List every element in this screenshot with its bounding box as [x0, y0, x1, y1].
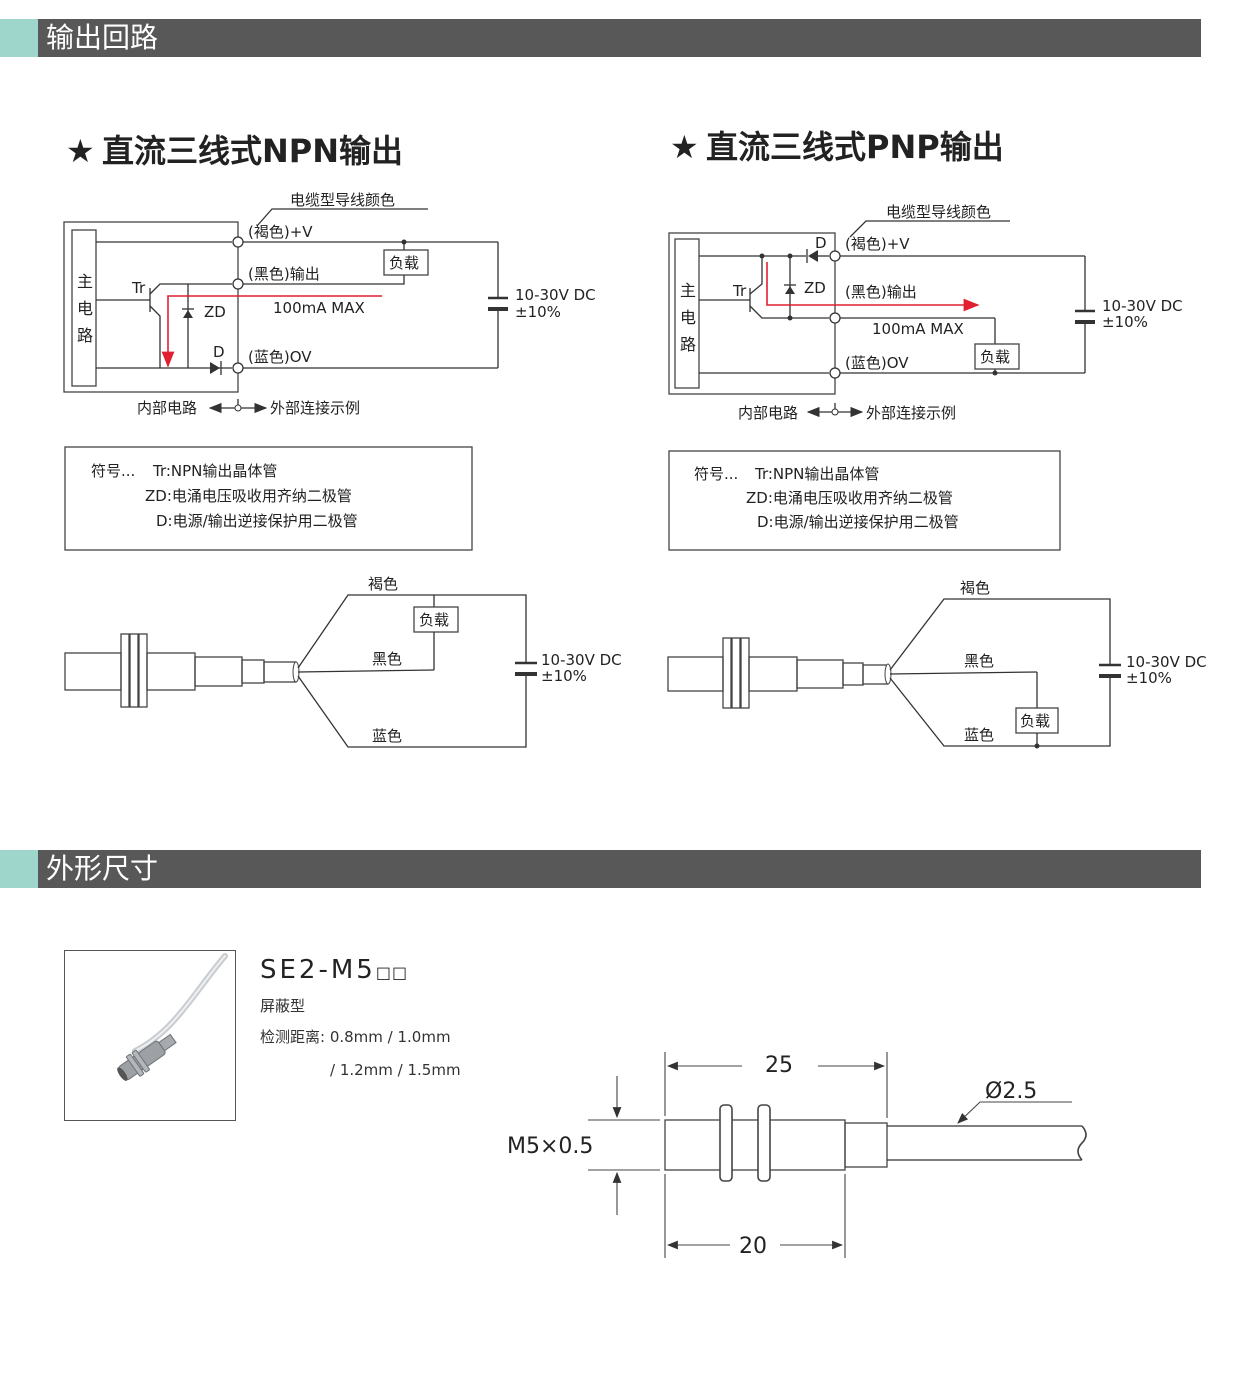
black-wire-label: (黑色)输出 — [248, 265, 320, 283]
model-name: SE2-M5□□ — [260, 955, 461, 985]
internal-label: 内部电路 — [738, 404, 798, 422]
brown-wire-label: (褐色)+V — [248, 223, 313, 241]
symbol-tr: Tr:NPN输出晶体管 — [754, 465, 879, 483]
dimension-drawing: 25 20 M5×0.5 Ø2.5 — [507, 1052, 1087, 1259]
d-label: D — [815, 234, 827, 252]
dim-body-length: 20 — [739, 1234, 767, 1259]
section-title: 输出回路 — [46, 21, 159, 54]
main-circuit-label: 主 — [77, 272, 93, 291]
star-icon: ★ — [670, 128, 699, 166]
d-label: D — [213, 343, 225, 361]
brown-label: 褐色 — [368, 575, 398, 593]
current-label: 100mA MAX — [273, 299, 365, 317]
blue-label: 蓝色 — [372, 727, 402, 745]
voltage-label: 10-30V DC — [1102, 297, 1183, 315]
svg-text:路: 路 — [680, 335, 696, 354]
npn-symbol-box: 符号... Tr:NPN输出晶体管 ZD:电涌电压吸收用齐纳二极管 D:电源/输… — [64, 446, 473, 551]
section-header-output-circuit: 输出回路 — [0, 19, 1201, 57]
product-photo — [64, 950, 236, 1121]
current-label: 100mA MAX — [872, 320, 964, 338]
symbols-prefix: 符号... — [91, 462, 135, 480]
load-label: 负载 — [419, 611, 449, 629]
dim-thread: M5×0.5 — [507, 1134, 593, 1159]
pnp-title: 直流三线式PNP输出 — [706, 128, 1004, 166]
cable-color-label: 电缆型导线颜色 — [290, 191, 395, 209]
cable-color-label: 电缆型导线颜色 — [886, 203, 991, 221]
brown-wire-label: (褐色)+V — [845, 235, 910, 253]
svg-text:电: 电 — [680, 308, 696, 327]
section-header-dimensions: 外形尺寸 — [0, 850, 1201, 888]
star-icon: ★ — [66, 132, 95, 170]
blue-label: 蓝色 — [964, 726, 994, 744]
black-label: 黑色 — [964, 652, 994, 670]
internal-label: 内部电路 — [137, 399, 197, 417]
symbol-d: D:电源/输出逆接保护用二极管 — [757, 513, 959, 531]
symbol-tr: Tr:NPN输出晶体管 — [152, 462, 277, 480]
tolerance-label: ±10% — [541, 667, 587, 685]
black-wire-label: (黑色)输出 — [845, 283, 917, 301]
symbols-prefix: 符号... — [694, 465, 738, 483]
black-label: 黑色 — [372, 650, 402, 668]
zd-label: ZD — [204, 303, 226, 321]
pnp-wiring-example: 负载 褐色 黑色 蓝色 10-30V DC ±10% — [667, 579, 1207, 749]
dim-cable-diameter: Ø2.5 — [985, 1079, 1037, 1104]
model-code: SE2-M5 — [260, 955, 376, 985]
tolerance-label: ±10% — [515, 303, 561, 321]
load-label: 负载 — [389, 254, 419, 272]
tolerance-label: ±10% — [1126, 669, 1172, 687]
load-label: 负载 — [1020, 712, 1050, 730]
external-label: 外部连接示例 — [270, 399, 360, 417]
svg-text:路: 路 — [77, 326, 93, 345]
npn-wiring-example: 负载 褐色 黑色 蓝色 10-30V DC ±10% — [64, 575, 622, 748]
header-accent — [0, 19, 38, 57]
blue-wire-label: (蓝色)OV — [845, 354, 909, 372]
blue-wire-label: (蓝色)OV — [248, 348, 312, 366]
model-suffix: □□ — [375, 963, 409, 982]
tr-label: Tr — [732, 282, 747, 300]
section-title: 外形尺寸 — [46, 852, 159, 885]
tr-label: Tr — [131, 279, 146, 297]
symbol-zd: ZD:电涌电压吸收用齐纳二极管 — [746, 489, 953, 507]
voltage-label: 10-30V DC — [1126, 653, 1207, 671]
symbol-d: D:电源/输出逆接保护用二极管 — [156, 512, 358, 530]
zd-label: ZD — [804, 279, 826, 297]
npn-title: 直流三线式NPN输出 — [102, 132, 403, 170]
voltage-label: 10-30V DC — [541, 651, 622, 669]
external-label: 外部连接示例 — [866, 404, 956, 422]
sensor-drawing — [64, 633, 300, 708]
shield-type: 屏蔽型 — [260, 997, 306, 1015]
sensor-drawing — [667, 637, 892, 709]
brown-label: 褐色 — [960, 579, 990, 597]
tolerance-label: ±10% — [1102, 313, 1148, 331]
pnp-circuit: ★ 直流三线式PNP输出 电缆型导线颜色 主 电 路 D Tr ZD — [668, 128, 1183, 422]
voltage-label: 10-30V DC — [515, 286, 596, 304]
header-accent — [0, 850, 38, 888]
load-label: 负载 — [980, 348, 1010, 366]
detection-distance-cont: / 1.2mm / 1.5mm — [330, 1061, 461, 1079]
symbol-zd: ZD:电涌电压吸收用齐纳二极管 — [145, 487, 352, 505]
svg-text:电: 电 — [77, 299, 93, 318]
product-info: SE2-M5□□ 屏蔽型 检测距离: 0.8mm / 1.0mm / 1.2mm… — [260, 955, 461, 1079]
detection-distance: 检测距离: 0.8mm / 1.0mm — [260, 1028, 451, 1046]
sensor-photo-illustration — [117, 953, 228, 1081]
npn-circuit: ★ 直流三线式NPN输出 电缆型导线颜色 主 电 路 Tr ZD D (褐色)+ — [63, 132, 596, 417]
dim-total-length: 25 — [765, 1053, 793, 1078]
pnp-symbol-box: 符号... Tr:NPN输出晶体管 ZD:电涌电压吸收用齐纳二极管 D:电源/输… — [668, 450, 1061, 551]
main-circuit-label: 主 — [680, 281, 696, 300]
